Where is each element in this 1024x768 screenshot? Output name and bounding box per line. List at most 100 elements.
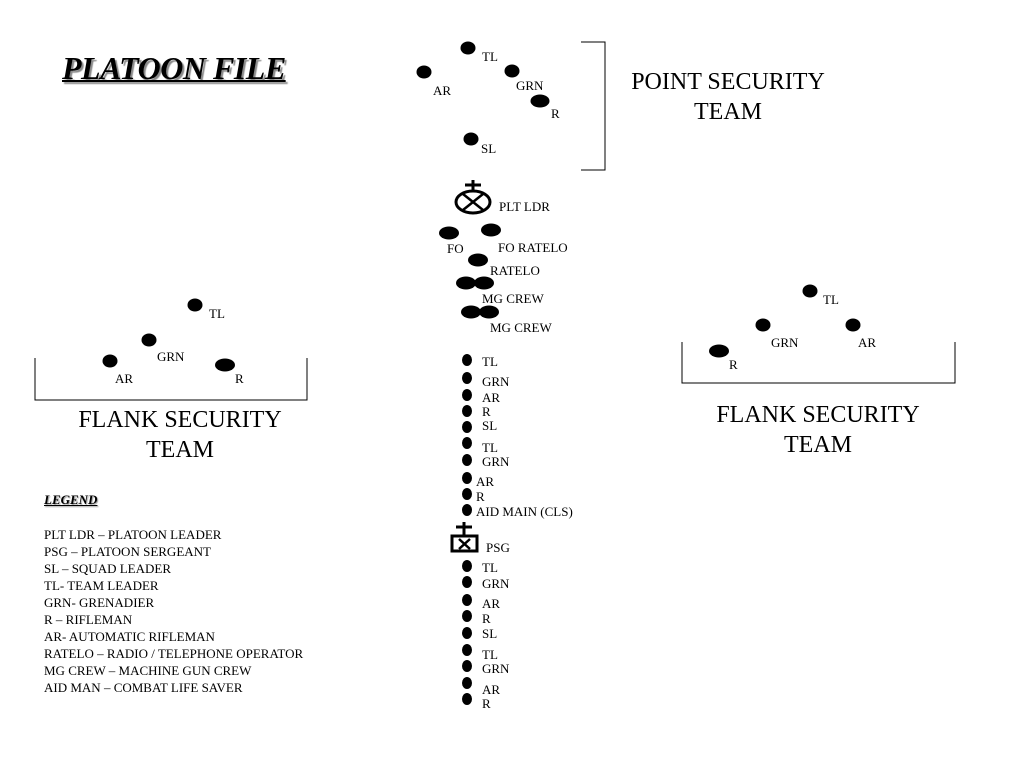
soldier-marker bbox=[462, 421, 472, 433]
soldier-marker bbox=[462, 405, 472, 417]
soldier-marker bbox=[755, 318, 771, 332]
column-label: SL bbox=[482, 626, 497, 641]
hq-label: RATELO bbox=[490, 263, 540, 278]
column-label: GRN bbox=[482, 454, 510, 469]
column-label: TL bbox=[482, 647, 498, 662]
page-title: PLATOON FILE bbox=[62, 50, 286, 86]
right-team-bracket bbox=[681, 342, 956, 384]
column-label: R bbox=[482, 611, 491, 626]
legend-item: RATELO – RADIO / TELEPHONE OPERATOR bbox=[44, 646, 304, 661]
team-label-line: TEAM bbox=[694, 99, 762, 125]
right-team-label: AR bbox=[858, 335, 876, 350]
legend-item: AR- AUTOMATIC RIFLEMAN bbox=[44, 629, 215, 644]
hq-label: FO bbox=[447, 241, 464, 256]
soldier-marker bbox=[462, 437, 472, 449]
soldier-marker bbox=[802, 284, 818, 298]
hq-label: PLT LDR bbox=[499, 199, 550, 214]
soldier-marker bbox=[416, 65, 432, 79]
psg-label: PSG bbox=[486, 540, 510, 555]
left-team-label: R bbox=[235, 371, 244, 386]
legend-item: PLT LDR – PLATOON LEADER bbox=[44, 527, 222, 542]
point-label: GRN bbox=[516, 78, 544, 93]
hq-label: MG CREW bbox=[490, 320, 552, 335]
soldier-marker bbox=[481, 223, 501, 237]
soldier-marker bbox=[462, 488, 472, 500]
platoon-sergeant-icon bbox=[450, 522, 479, 553]
point-label: SL bbox=[481, 141, 496, 156]
soldier-marker bbox=[530, 94, 550, 108]
soldier-marker bbox=[462, 677, 472, 689]
soldier-marker bbox=[187, 298, 203, 312]
soldier-marker bbox=[845, 318, 861, 332]
right-team-label: TL bbox=[823, 292, 839, 307]
team-label-line: POINT SECURITY bbox=[631, 69, 825, 95]
column-label: GRN bbox=[482, 374, 510, 389]
right-team-label: R bbox=[729, 357, 738, 372]
legend-item: SL – SQUAD LEADER bbox=[44, 561, 171, 576]
team-label-line: FLANK SECURITY bbox=[78, 407, 282, 433]
team-label-line: FLANK SECURITY bbox=[716, 402, 920, 428]
hq-label: MG CREW bbox=[482, 291, 544, 306]
legend-item: MG CREW – MACHINE GUN CREW bbox=[44, 663, 252, 678]
soldier-marker bbox=[462, 627, 472, 639]
soldier-marker bbox=[462, 389, 472, 401]
legend-item: R – RIFLEMAN bbox=[44, 612, 133, 627]
soldier-marker bbox=[462, 610, 472, 622]
legend-list: PLT LDR – PLATOON LEADER PSG – PLATOON S… bbox=[44, 526, 303, 696]
soldier-marker bbox=[462, 644, 472, 656]
legend-item: PSG – PLATOON SERGEANT bbox=[44, 544, 211, 559]
column-label: TL bbox=[482, 440, 498, 455]
platoon-leader-icon bbox=[454, 180, 492, 215]
column-label: R bbox=[476, 489, 485, 504]
left-team-label: AR bbox=[115, 371, 133, 386]
left-flank-security-team-label: FLANK SECURITY TEAM bbox=[60, 405, 300, 465]
column-label: AR bbox=[482, 596, 500, 611]
legend-item: AID MAN – COMBAT LIFE SAVER bbox=[44, 680, 243, 695]
point-label: TL bbox=[482, 49, 498, 64]
soldier-marker bbox=[462, 660, 472, 672]
legend-item: TL- TEAM LEADER bbox=[44, 578, 159, 593]
legend-item: GRN- GRENADIER bbox=[44, 595, 155, 610]
column-label: GRN bbox=[482, 576, 510, 591]
soldier-marker bbox=[462, 693, 472, 705]
soldier-marker bbox=[462, 354, 472, 366]
soldier-marker bbox=[462, 454, 472, 466]
point-security-team-label: POINT SECURITY TEAM bbox=[608, 67, 848, 127]
legend-title: LEGEND bbox=[44, 492, 98, 507]
column-label: R bbox=[482, 404, 491, 419]
column-label: R bbox=[482, 696, 491, 711]
column-label: SL bbox=[482, 418, 497, 433]
soldier-marker bbox=[462, 372, 472, 384]
point-team-bracket bbox=[581, 41, 606, 171]
right-flank-security-team-label: FLANK SECURITY TEAM bbox=[698, 400, 938, 460]
soldier-marker bbox=[709, 344, 729, 358]
hq-label: FO RATELO bbox=[498, 240, 568, 255]
right-team-label: GRN bbox=[771, 335, 799, 350]
column-label: TL bbox=[482, 354, 498, 369]
left-team-bracket bbox=[34, 358, 308, 401]
column-label: AR bbox=[482, 390, 500, 405]
soldier-marker bbox=[474, 276, 494, 290]
soldier-marker bbox=[456, 276, 476, 290]
column-label: AID MAIN (CLS) bbox=[476, 504, 573, 519]
team-label-line: TEAM bbox=[784, 432, 852, 458]
soldier-marker bbox=[504, 64, 520, 78]
soldier-marker bbox=[439, 226, 459, 240]
soldier-marker bbox=[215, 358, 235, 372]
column-label: GRN bbox=[482, 661, 510, 676]
soldier-marker bbox=[462, 504, 472, 516]
soldier-marker bbox=[460, 41, 476, 55]
soldier-marker bbox=[463, 132, 479, 146]
soldier-marker bbox=[462, 594, 472, 606]
point-label: AR bbox=[433, 83, 451, 98]
soldier-marker bbox=[102, 354, 118, 368]
team-label-line: TEAM bbox=[146, 437, 214, 463]
left-team-label: GRN bbox=[157, 349, 185, 364]
soldier-marker bbox=[461, 305, 481, 319]
soldier-marker bbox=[468, 253, 488, 267]
soldier-marker bbox=[479, 305, 499, 319]
soldier-marker bbox=[462, 472, 472, 484]
soldier-marker bbox=[141, 333, 157, 347]
point-label: R bbox=[551, 106, 560, 121]
